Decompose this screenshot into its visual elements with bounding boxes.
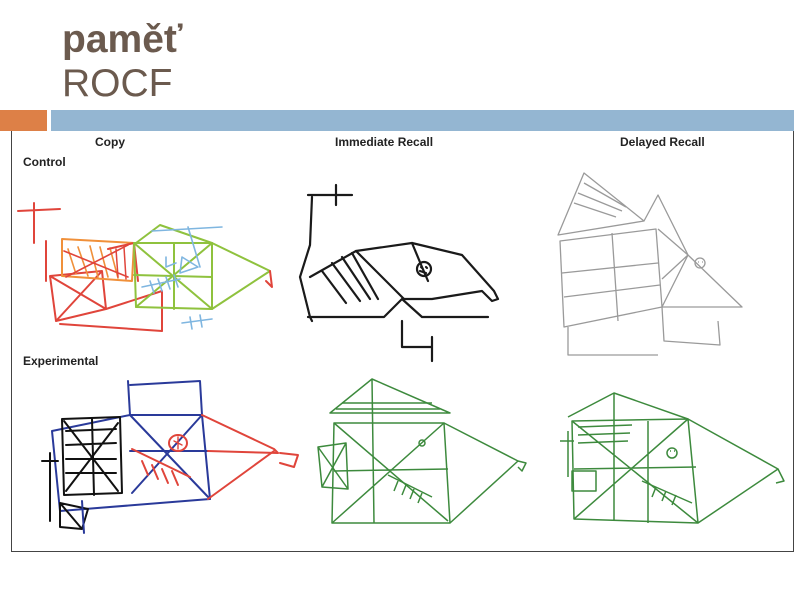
slide-title-line1: paměť [62, 18, 183, 61]
row-label-experimental: Experimental [23, 354, 98, 368]
drawing-experimental-delayed-recall [560, 392, 785, 524]
row-label-control: Control [23, 155, 66, 169]
accent-bar-blue [51, 110, 794, 131]
column-label-immediate-recall: Immediate Recall [335, 135, 433, 149]
rocf-figure: Copy Immediate Recall Delayed Recall Con… [11, 131, 794, 552]
drawing-control-immediate-recall [298, 183, 500, 363]
drawing-experimental-copy [41, 380, 299, 534]
drawing-experimental-immediate-recall [317, 378, 527, 524]
slide-title-line2: ROCF [62, 61, 173, 105]
column-label-delayed-recall: Delayed Recall [620, 135, 705, 149]
rocf-drawings: Copy Immediate Recall Delayed Recall Con… [17, 135, 785, 534]
drawing-control-delayed-recall [557, 172, 743, 356]
drawing-control-copy [17, 202, 273, 332]
accent-bar-orange [0, 110, 47, 131]
slide-title: paměť ROCF [62, 18, 183, 105]
column-label-copy: Copy [95, 135, 125, 149]
